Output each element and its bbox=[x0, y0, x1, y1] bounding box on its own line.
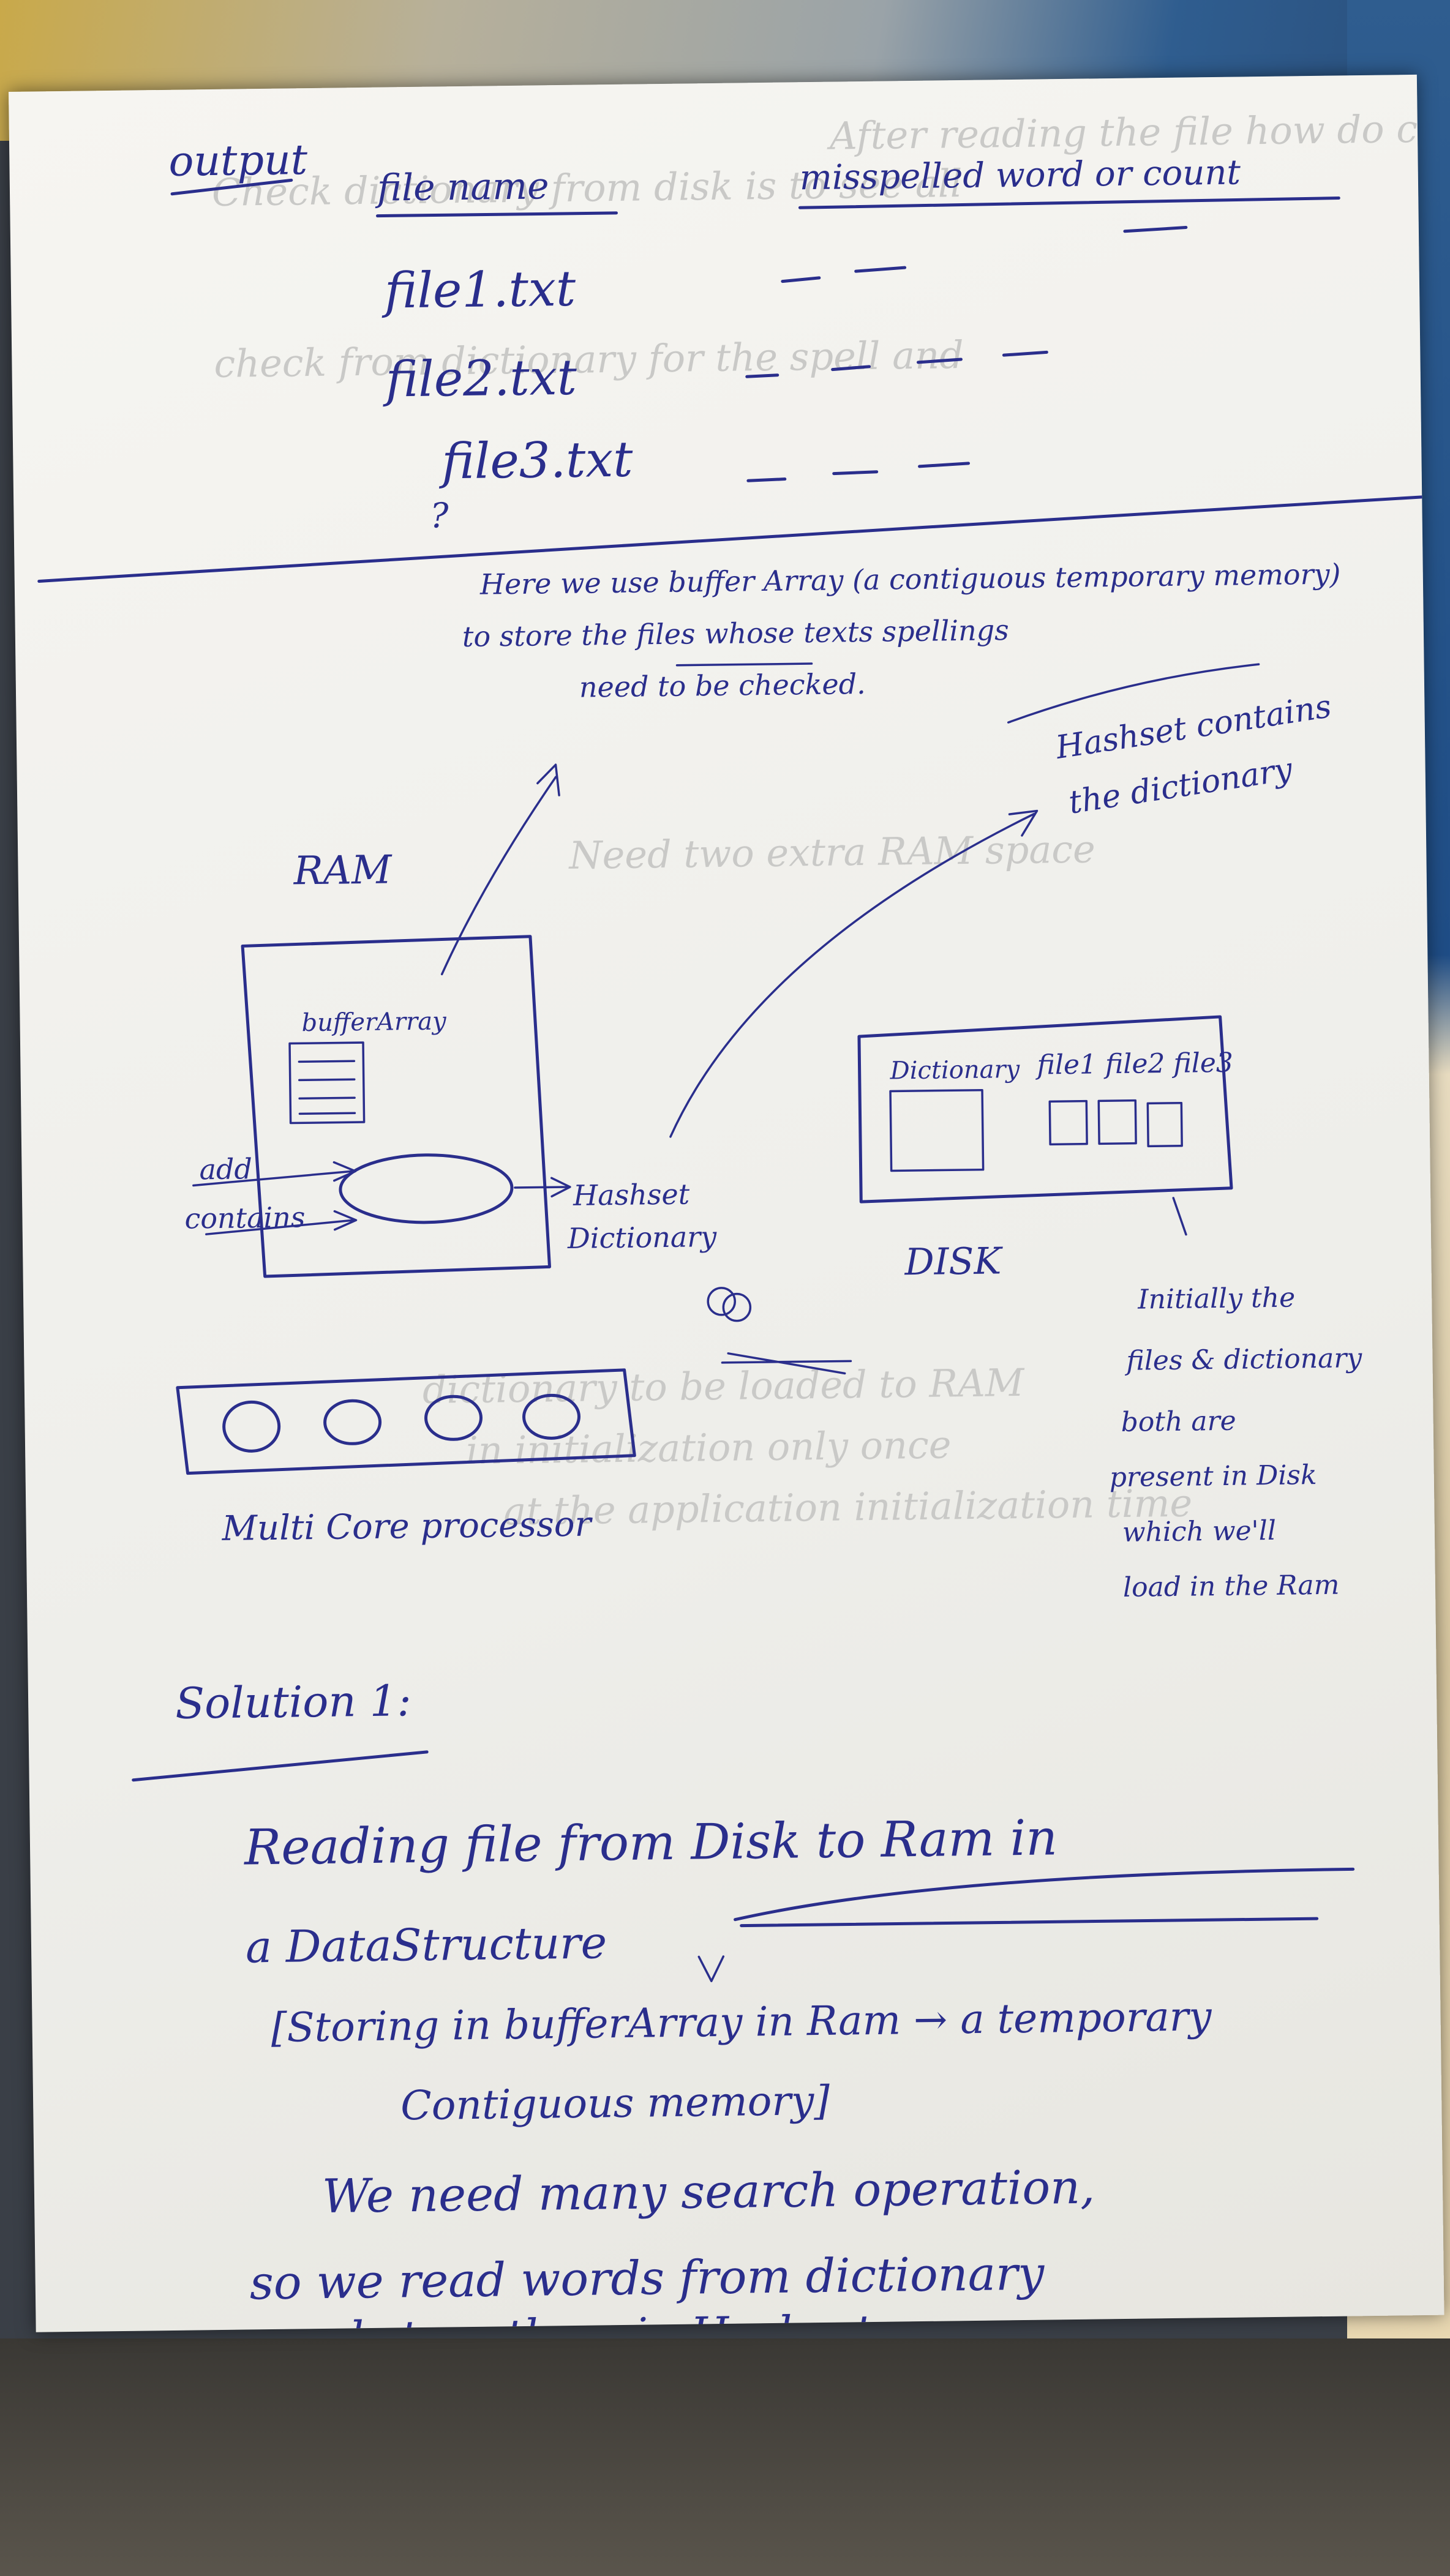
svg-text:Need two extra RAM space: Need two extra RAM space bbox=[568, 826, 1095, 878]
notebook-page: After reading the file how do check Chec… bbox=[9, 74, 1444, 2332]
misspelled-count-heading: misspelled word or count bbox=[799, 152, 1241, 198]
hashset-note-bracket bbox=[1007, 663, 1260, 724]
disk-note-6: load in the Ram bbox=[1123, 1570, 1340, 1603]
hashset-note-line-2: the dictionary bbox=[1066, 751, 1295, 822]
file-labels: file1 file2 file3 bbox=[1035, 1047, 1233, 1081]
crossed-out-text bbox=[734, 1867, 1355, 1928]
disk-note-arrow bbox=[1172, 1197, 1187, 1236]
file-name-heading: file name bbox=[375, 165, 549, 209]
buffer-note-arrow bbox=[440, 763, 560, 976]
solution-line-4: Contiguous memory] bbox=[400, 2077, 830, 2130]
buffer-array-icon bbox=[288, 1041, 366, 1125]
disk-note-1: Initially the bbox=[1137, 1282, 1295, 1315]
contains-label: contains bbox=[184, 1200, 306, 1235]
svg-text:in initialization only once: in initialization only once bbox=[466, 1422, 952, 1473]
disk-note-2: files & dictionary bbox=[1124, 1342, 1363, 1377]
question-mark: ? bbox=[430, 496, 449, 536]
bleed-through-text: After reading the file how do check Chec… bbox=[212, 105, 1444, 1534]
solution-underline bbox=[132, 1750, 429, 1782]
file-1: file1.txt bbox=[381, 260, 576, 320]
strikethrough bbox=[675, 662, 813, 667]
solution-title: Solution 1: bbox=[175, 1676, 412, 1729]
file2-icon bbox=[1097, 1099, 1137, 1145]
background-table bbox=[0, 2338, 1450, 2576]
solution-line-3: [Storing in bufferArray in Ram → a tempo… bbox=[271, 1993, 1212, 2051]
misspelled-count-underline bbox=[798, 196, 1340, 209]
processor-box bbox=[176, 1368, 636, 1475]
file3-icon bbox=[1146, 1101, 1183, 1148]
solution-line-2: a DataStructure bbox=[246, 1917, 607, 1972]
solution-line-5: We need many search operation, bbox=[321, 2160, 1095, 2223]
file-2: file2.txt bbox=[382, 349, 577, 408]
file-name-underline bbox=[376, 211, 618, 218]
hashset-note-line-1: Hashset contains bbox=[1053, 688, 1334, 766]
ram-box bbox=[241, 935, 552, 1278]
buffer-note-line-1: Here we use buffer Array (a contiguous t… bbox=[479, 557, 1341, 601]
hashset-label: Hashset bbox=[573, 1178, 690, 1212]
disk-note-4: present in Disk bbox=[1109, 1459, 1317, 1493]
hashset-arrow bbox=[514, 1177, 571, 1198]
hashset-note-arrow bbox=[669, 809, 1039, 1138]
dictionary-label: Dictionary bbox=[567, 1220, 718, 1255]
count-dashes bbox=[745, 226, 1188, 482]
output-underline bbox=[170, 178, 293, 196]
buffer-array-label: bufferArray bbox=[301, 1007, 447, 1037]
solution-line-7: and store them in Hashset. bbox=[280, 2305, 887, 2332]
buffer-note-line-2: to store the files whose texts spellings bbox=[462, 613, 1009, 653]
svg-text:After reading the file how do: After reading the file how do check bbox=[827, 105, 1444, 159]
handwritten-notes: After reading the file how do check Chec… bbox=[37, 105, 1444, 2332]
processor-cores bbox=[222, 1393, 581, 1453]
solution-line-6: so we read words from dictionary bbox=[249, 2246, 1045, 2310]
hashset-ellipse bbox=[339, 1153, 514, 1224]
disk-note-3: both are bbox=[1121, 1406, 1236, 1438]
disk-note-5: which we'll bbox=[1122, 1515, 1277, 1548]
dictionary-box-label: Dictionary bbox=[889, 1055, 1020, 1085]
dictionary-file-icon bbox=[889, 1088, 985, 1172]
processor-label: Multi Core processor bbox=[221, 1505, 593, 1549]
svg-text:dictionary to be loaded to RAM: dictionary to be loaded to RAM bbox=[423, 1360, 1026, 1412]
svg-text:at the application initializat: at the application initialization time bbox=[503, 1481, 1193, 1534]
svg-text:check from dictionary for the: check from dictionary for the spell and bbox=[214, 332, 964, 386]
disk-label: DISK bbox=[904, 1240, 1004, 1284]
file-3: file3.txt bbox=[438, 431, 634, 490]
scribble bbox=[707, 1287, 852, 1375]
disk-box bbox=[857, 1015, 1233, 1204]
caret bbox=[697, 1955, 725, 1982]
output-heading: output bbox=[168, 136, 308, 186]
buffer-note-line-3: need to be checked. bbox=[579, 667, 866, 704]
file1-icon bbox=[1048, 1099, 1088, 1146]
ram-label: RAM bbox=[293, 847, 393, 894]
divider-line bbox=[37, 495, 1424, 583]
solution-line-1: Reading file from Disk to Ram in bbox=[242, 1809, 1057, 1876]
